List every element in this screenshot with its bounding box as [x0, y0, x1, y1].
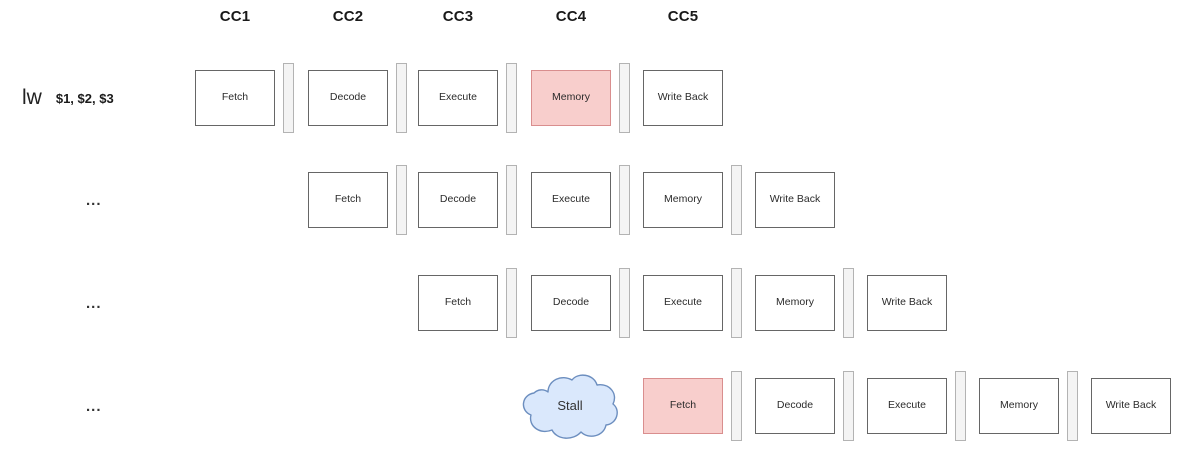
- stage-box-fetch: Fetch: [418, 275, 498, 331]
- pipeline-latch: [506, 63, 517, 133]
- pipeline-latch: [506, 165, 517, 235]
- row-label-2: ...: [86, 275, 102, 331]
- pipeline-latch: [506, 268, 517, 338]
- stage-box-memory: Memory: [643, 172, 723, 228]
- cycle-header-cc4: CC4: [555, 8, 587, 25]
- stage-box-execute: Execute: [643, 275, 723, 331]
- stage-box-decode: Decode: [531, 275, 611, 331]
- pipeline-latch: [396, 165, 407, 235]
- stage-box-write-back: Write Back: [755, 172, 835, 228]
- row-label-3: ...: [86, 378, 102, 434]
- row-label-0: lw $1, $2, $3: [22, 70, 114, 126]
- pipeline-latch: [731, 165, 742, 235]
- stage-box-fetch: Fetch: [308, 172, 388, 228]
- instruction-operands: $1, $2, $3: [55, 90, 114, 106]
- stage-box-execute: Execute: [531, 172, 611, 228]
- pipeline-latch: [1067, 371, 1078, 441]
- pipeline-latch: [619, 63, 630, 133]
- pipeline-latch: [843, 268, 854, 338]
- stall-cloud: Stall: [518, 370, 622, 442]
- stage-box-fetch: Fetch: [643, 378, 723, 434]
- cycle-header-cc3: CC3: [442, 8, 474, 25]
- stage-box-decode: Decode: [308, 70, 388, 126]
- stage-box-write-back: Write Back: [867, 275, 947, 331]
- stage-box-execute: Execute: [867, 378, 947, 434]
- cycle-header-cc1: CC1: [219, 8, 251, 25]
- pipeline-latch: [619, 165, 630, 235]
- pipeline-latch: [619, 268, 630, 338]
- row-ellipsis: ...: [86, 191, 102, 209]
- row-label-1: ...: [86, 172, 102, 228]
- row-ellipsis: ...: [86, 294, 102, 312]
- instruction-mnemonic: lw: [22, 86, 42, 109]
- pipeline-latch: [955, 371, 966, 441]
- cycle-header-cc5: CC5: [667, 8, 699, 25]
- stage-box-decode: Decode: [755, 378, 835, 434]
- pipeline-latch: [731, 371, 742, 441]
- cycle-header-cc2: CC2: [332, 8, 364, 25]
- pipeline-latch: [396, 63, 407, 133]
- pipeline-latch: [731, 268, 742, 338]
- row-ellipsis: ...: [86, 397, 102, 415]
- stall-cloud-label: Stall: [557, 397, 583, 413]
- stage-box-execute: Execute: [418, 70, 498, 126]
- stage-box-fetch: Fetch: [195, 70, 275, 126]
- pipeline-latch: [283, 63, 294, 133]
- stage-box-memory: Memory: [979, 378, 1059, 434]
- stage-box-write-back: Write Back: [643, 70, 723, 126]
- stage-box-memory: Memory: [755, 275, 835, 331]
- stage-box-write-back: Write Back: [1091, 378, 1171, 434]
- pipeline-latch: [843, 371, 854, 441]
- stage-box-memory: Memory: [531, 70, 611, 126]
- stage-box-decode: Decode: [418, 172, 498, 228]
